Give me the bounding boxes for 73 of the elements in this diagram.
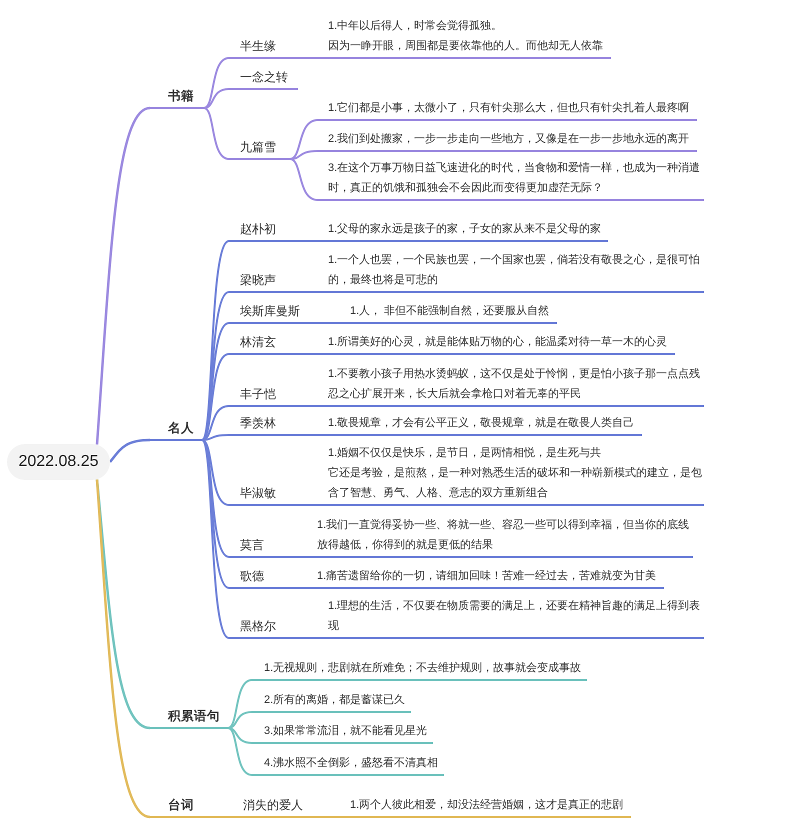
branch-line <box>96 479 150 818</box>
note-text: 1.两个人彼此相爱，却没法经营婚姻，这才是真正的悲剧 <box>340 795 632 818</box>
note-text: 1.父母的家永远是孩子的家，子女的家从来不是父母的家 <box>318 219 608 242</box>
note-text: 1.敬畏规章，才会有公平正义，敬畏规章，就是在敬畏人类自己 <box>318 413 642 436</box>
note-text: 1.痛苦遗留给你的一切，请细加回味！苦难一经过去，苦难就变为甘美 <box>307 566 664 589</box>
branch-line <box>228 679 252 729</box>
branch-line <box>290 291 318 293</box>
subtopic: 季羡林 <box>229 413 290 436</box>
note-text: 1.婚姻不仅仅是快乐，是节日，是两情相悦，是生死与共 <box>328 446 602 461</box>
branch-line <box>228 727 252 744</box>
note-text: 2.所有的离婚，都是蓄谋已久 <box>252 690 412 713</box>
subtopic: 九篇雪 <box>229 137 290 160</box>
branch-line <box>201 322 230 441</box>
branch-line <box>290 504 318 506</box>
branch-line <box>290 150 318 160</box>
branch-line <box>201 439 230 558</box>
branch-line <box>290 405 318 407</box>
branch-line <box>290 434 318 436</box>
branch-line <box>228 711 252 729</box>
note-text: 因为一睁开眼，周围都是要依靠他的人。而他却无人依靠 <box>328 39 603 54</box>
subtopic: 梁晓声 <box>229 270 290 293</box>
branch-line <box>109 438 150 463</box>
main-topic: 名人 <box>150 418 202 441</box>
subtopic: 莫言 <box>229 535 278 558</box>
subtopic: 埃斯库曼斯 <box>229 301 310 324</box>
main-topic: 积累语句 <box>150 706 228 729</box>
branch-line <box>278 556 307 558</box>
note-text: 它还是考验，是煎熬，是一种对熟悉生活的破坏和一种崭新模式的建立，是包含了智慧、勇气、人格、意志的双方重新组合 <box>328 466 703 501</box>
branch-line <box>290 119 318 160</box>
note-text: 2.我们到处搬家，一步一步走向一些地方，又像是在一步一步地永远的离开 <box>318 129 698 152</box>
note-text: 1.无视规则，悲剧就在所难免；不去维护规则，故事就会变成事故 <box>252 658 588 681</box>
subtopic: 消失的爱人 <box>229 795 313 818</box>
subtopic: 歌德 <box>229 566 278 589</box>
branch-line <box>96 106 150 445</box>
main-topic: 台词 <box>150 795 204 818</box>
note-text: 4.沸水照不全倒影，盛怒看不清真相 <box>252 753 444 776</box>
branch-line <box>204 57 230 109</box>
note-text: 1.所谓美好的心灵，就是能体贴万物的心，能温柔对待一草一木的心灵 <box>318 332 676 355</box>
branch-line <box>290 353 318 355</box>
branch-line <box>288 57 318 59</box>
subtopic: 一念之转 <box>229 67 298 90</box>
branch-line <box>290 158 318 201</box>
subtopic: 半生缘 <box>229 36 288 59</box>
note-text: 1.理想的生活，不仅要在物质需要的满足上，还要在精神旨趣的满足上得到表现 <box>318 596 704 639</box>
subtopic: 赵朴初 <box>229 219 290 242</box>
subtopic: 毕淑敏 <box>229 483 290 506</box>
note-text: 1.不要教小孩子用热水烫蚂蚁，这不仅是处于怜悯，更是怕小孩子那一点点残忍之心扩展开来，长大后就会拿枪口对着无辜的平民 <box>318 364 704 407</box>
branch-line <box>313 816 340 818</box>
branch-line <box>290 240 318 242</box>
branch-line <box>310 322 340 324</box>
main-topic: 书籍 <box>150 86 204 109</box>
branch-line <box>278 587 307 589</box>
branch-line <box>201 439 230 639</box>
note-text: 1.中年以后得人，时常会觉得孤独。 <box>328 19 504 34</box>
root-topic: 2022.08.25 <box>7 444 110 480</box>
subtopic: 丰子恺 <box>229 384 290 407</box>
branch-line <box>202 439 230 506</box>
branch-line <box>290 637 318 639</box>
branch-line <box>228 727 252 776</box>
note-text: 3.如果常常流泪，就不能看见星光 <box>252 721 434 744</box>
note-text: 1.它们都是小事，太微小了，只有针尖那么大，但也只有针尖扎着人最疼啊 <box>318 98 698 121</box>
branch-line <box>201 439 230 589</box>
branch-line <box>204 816 229 818</box>
branch-line <box>204 107 230 160</box>
note-text: 1.人， 非但不能强制自然，还要服从自然 <box>340 301 558 324</box>
note-text: 3.在这个万事万物日益飞速进化的时代，当食物和爱情一样，也成为一种消遣时，真正的饥饿和孤独会不会因此而变得更加虚茫无际？ <box>318 158 704 201</box>
branch-line <box>204 88 230 109</box>
branch-line <box>202 434 230 441</box>
subtopic: 林清玄 <box>229 332 290 355</box>
branch-line <box>201 240 230 441</box>
note-text: 1.我们一直觉得妥协一些、将就一些、容忍一些可以得到幸福，但当你的底线放得越低，你得到的就是更低的结果 <box>307 515 693 558</box>
note-text: 1.一个人也罢，一个民族也罢，一个国家也罢，倘若没有敬畏之心，是很可怕的，最终也将是可悲的 <box>318 250 704 293</box>
subtopic: 黑格尔 <box>229 616 290 639</box>
